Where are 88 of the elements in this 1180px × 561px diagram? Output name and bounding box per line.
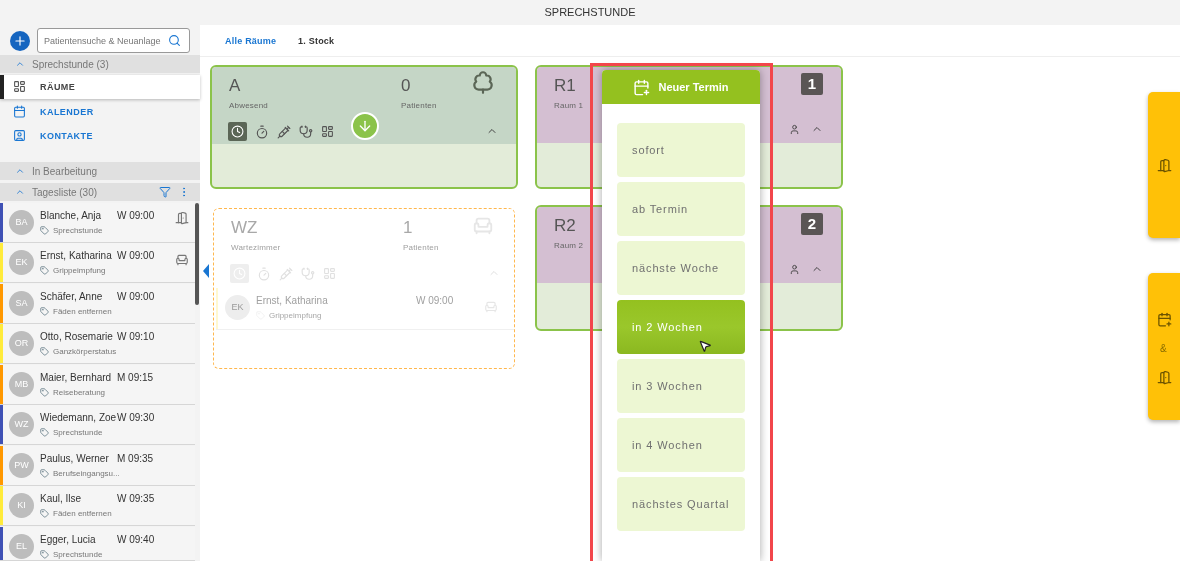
patient-row xyxy=(0,486,195,526)
appointment-time: W 09:40 xyxy=(117,533,155,547)
appointment-time: W 09:00 xyxy=(416,294,454,308)
patient-name: Kaul, Ilse xyxy=(40,492,82,506)
appointment-type: Ganzkörperstatus xyxy=(53,346,117,358)
patient-count-label: Patienten xyxy=(401,100,437,112)
patient-row xyxy=(216,288,514,330)
avatar: BA xyxy=(9,210,34,235)
appointment-type: Sprechstunde xyxy=(53,427,103,439)
patient-row xyxy=(0,284,195,324)
patient-name: Schäfer, Anne xyxy=(40,290,103,304)
ampersand-text: & xyxy=(1160,342,1167,356)
room-name: Raum 2 xyxy=(554,240,584,252)
tab-link: 1. Stock xyxy=(298,35,335,48)
patient-name: Paulus, Werner xyxy=(40,452,109,466)
patient-row xyxy=(0,365,195,405)
appointment-type: Fäden entfernen xyxy=(53,306,112,318)
appointment-time: W 09:00 xyxy=(117,209,155,223)
appointment-time: M 09:15 xyxy=(117,371,154,385)
appointment-type: Berufseingangsu... xyxy=(53,468,120,480)
avatar: OR xyxy=(9,331,34,356)
appointment-time: W 09:00 xyxy=(117,249,155,263)
appointment-type: Grippeimpfung xyxy=(53,265,106,277)
option-button: nächstes Quartal xyxy=(617,477,745,531)
option-button: in 3 Wochen xyxy=(617,359,745,413)
appointment-type: Fäden entfernen xyxy=(53,508,112,520)
tab-link: Alle Räume xyxy=(225,35,277,48)
side-tab xyxy=(1148,92,1180,238)
avatar: WZ xyxy=(9,412,34,437)
appointment-time: W 09:10 xyxy=(117,330,155,344)
nav-link: RÄUME xyxy=(40,81,76,94)
appointment-type: Reiseberatung xyxy=(53,387,106,399)
patient-count-label: Patienten xyxy=(403,242,439,254)
appointment-time: M 09:35 xyxy=(117,452,154,466)
section-title: Sprechstunde (3) xyxy=(32,58,109,72)
section-title: Tagesliste (30) xyxy=(32,186,98,200)
patient-row xyxy=(0,324,195,364)
appointment-time: W 09:30 xyxy=(117,411,155,425)
room-code: R1 xyxy=(554,77,576,94)
nav-link: KALENDER xyxy=(40,106,94,119)
option-button: sofort xyxy=(617,123,745,177)
patient-row xyxy=(0,527,195,561)
patient-count: 1 xyxy=(403,219,413,236)
avatar: KI xyxy=(9,493,34,518)
popup-header xyxy=(602,70,760,104)
room-code: A xyxy=(229,77,241,94)
patient-name: Ernst, Katharina xyxy=(256,294,328,308)
avatar: PW xyxy=(9,453,34,478)
popup-title: Neuer Termin xyxy=(658,79,729,95)
patient-name: Ernst, Katharina xyxy=(40,249,112,263)
option-button: in 4 Wochen xyxy=(617,418,745,472)
patient-name: Egger, Lucia xyxy=(40,533,96,547)
patient-row xyxy=(0,405,195,445)
appointment-type: Sprechstunde xyxy=(53,225,103,237)
avatar: SA xyxy=(9,291,34,316)
avatar: EK xyxy=(225,295,250,320)
room-name: Wartezimmer xyxy=(231,242,281,254)
nav-link: KONTAKTE xyxy=(40,130,93,143)
patient-row xyxy=(0,203,195,243)
patient-row xyxy=(0,243,195,283)
appointment-type: Grippeimpfung xyxy=(269,310,322,322)
room-code: WZ xyxy=(231,219,258,236)
avatar: MB xyxy=(9,372,34,397)
option-button: in 2 Wochen xyxy=(617,300,745,354)
room-name: Abwesend xyxy=(229,100,268,112)
patient-name: Maier, Bernhard xyxy=(40,371,112,385)
room-card xyxy=(213,208,515,369)
room-name: Raum 1 xyxy=(554,100,584,112)
patient-name: Wiedemann, Zoe xyxy=(40,411,117,425)
search-field: Patientensuche & Neuanlage xyxy=(37,28,190,53)
section-title: In Bearbeitung xyxy=(32,165,98,179)
room-card xyxy=(210,65,518,189)
option-button: ab Termin xyxy=(617,182,745,236)
room-number-badge: 2 xyxy=(801,213,823,235)
page-title: SPRECHSTUNDE xyxy=(544,5,636,21)
patient-name: Blanche, Anja xyxy=(40,209,102,223)
avatar: EK xyxy=(9,250,34,275)
patient-name: Otto, Rosemarie xyxy=(40,330,113,344)
appointment-time: W 09:35 xyxy=(117,492,155,506)
option-button: nächste Woche xyxy=(617,241,745,295)
appointment-type: Sprechstunde xyxy=(53,549,103,561)
side-tab xyxy=(1148,273,1180,420)
avatar: EL xyxy=(9,534,34,559)
room-number-badge: 1 xyxy=(801,73,823,95)
patient-count: 0 xyxy=(401,77,411,94)
room-code: R2 xyxy=(554,217,576,234)
appointment-time: W 09:00 xyxy=(117,290,155,304)
patient-row xyxy=(0,446,195,486)
